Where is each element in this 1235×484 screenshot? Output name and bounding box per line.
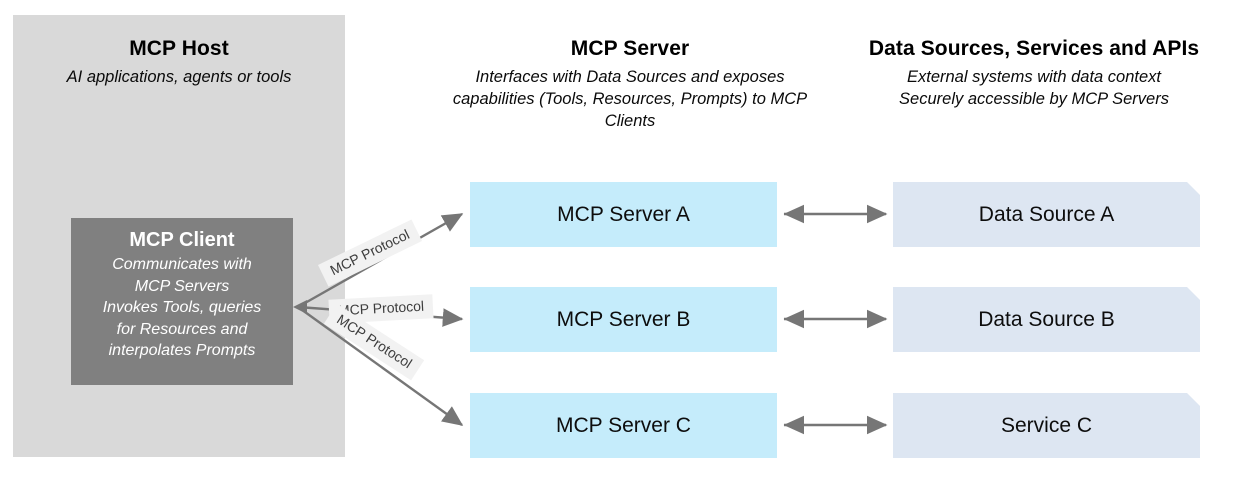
mcp-server-b-box[interactable]: MCP Server B [470,287,777,352]
service-c-box[interactable]: Service C [893,393,1200,458]
mcp-client-desc-line-1: Communicates with [112,256,252,273]
mcp-client-desc-line-4: for Resources and [116,320,248,338]
mcp-client-desc-line-5: interpolates Prompts [108,342,256,359]
mcp-server-c-label: MCP Server C [556,413,691,437]
mcp-server-b-label: MCP Server B [556,307,691,331]
column-heading-server: MCP Server Interfaces with Data Sources … [452,36,808,132]
data-source-b-label: Data Source B [978,307,1115,331]
mcp-client-title: MCP Client [129,229,235,251]
server-subtitle: Interfaces with Data Sources and exposes… [452,68,808,130]
service-c-label: Service C [1000,413,1093,437]
data-source-a-box[interactable]: Data Source A [893,182,1200,247]
mcp-server-a-label: MCP Server A [557,202,690,226]
column-heading-host: MCP Host AI applications, agents or tool… [13,36,345,88]
mcp-client-description: Communicates with MCP Servers Invokes To… [71,254,293,362]
column-heading-data-sources: Data Sources, Services and APIs External… [846,36,1222,110]
host-title: MCP Host [129,37,229,60]
data-sources-subtitle: External systems with data context Secur… [846,66,1222,110]
data-sources-subtitle-line-2: Securely accessible by MCP Servers [899,90,1169,108]
host-subtitle: AI applications, agents or tools [66,68,292,86]
mcp-client-desc-line-2: MCP Servers [134,277,230,295]
mcp-client-desc-line-3: Invokes Tools, queries [102,299,262,316]
data-source-b-box[interactable]: Data Source B [893,287,1200,352]
data-source-a-label: Data Source A [978,202,1115,226]
mcp-server-c-box[interactable]: MCP Server C [470,393,777,458]
data-sources-title: Data Sources, Services and APIs [868,37,1200,60]
mcp-client-box[interactable]: MCP Client Communicates with MCP Servers… [71,218,293,385]
server-title: MCP Server [570,37,690,60]
mcp-server-a-box[interactable]: MCP Server A [470,182,777,247]
data-sources-subtitle-line-1: External systems with data context [906,68,1162,86]
